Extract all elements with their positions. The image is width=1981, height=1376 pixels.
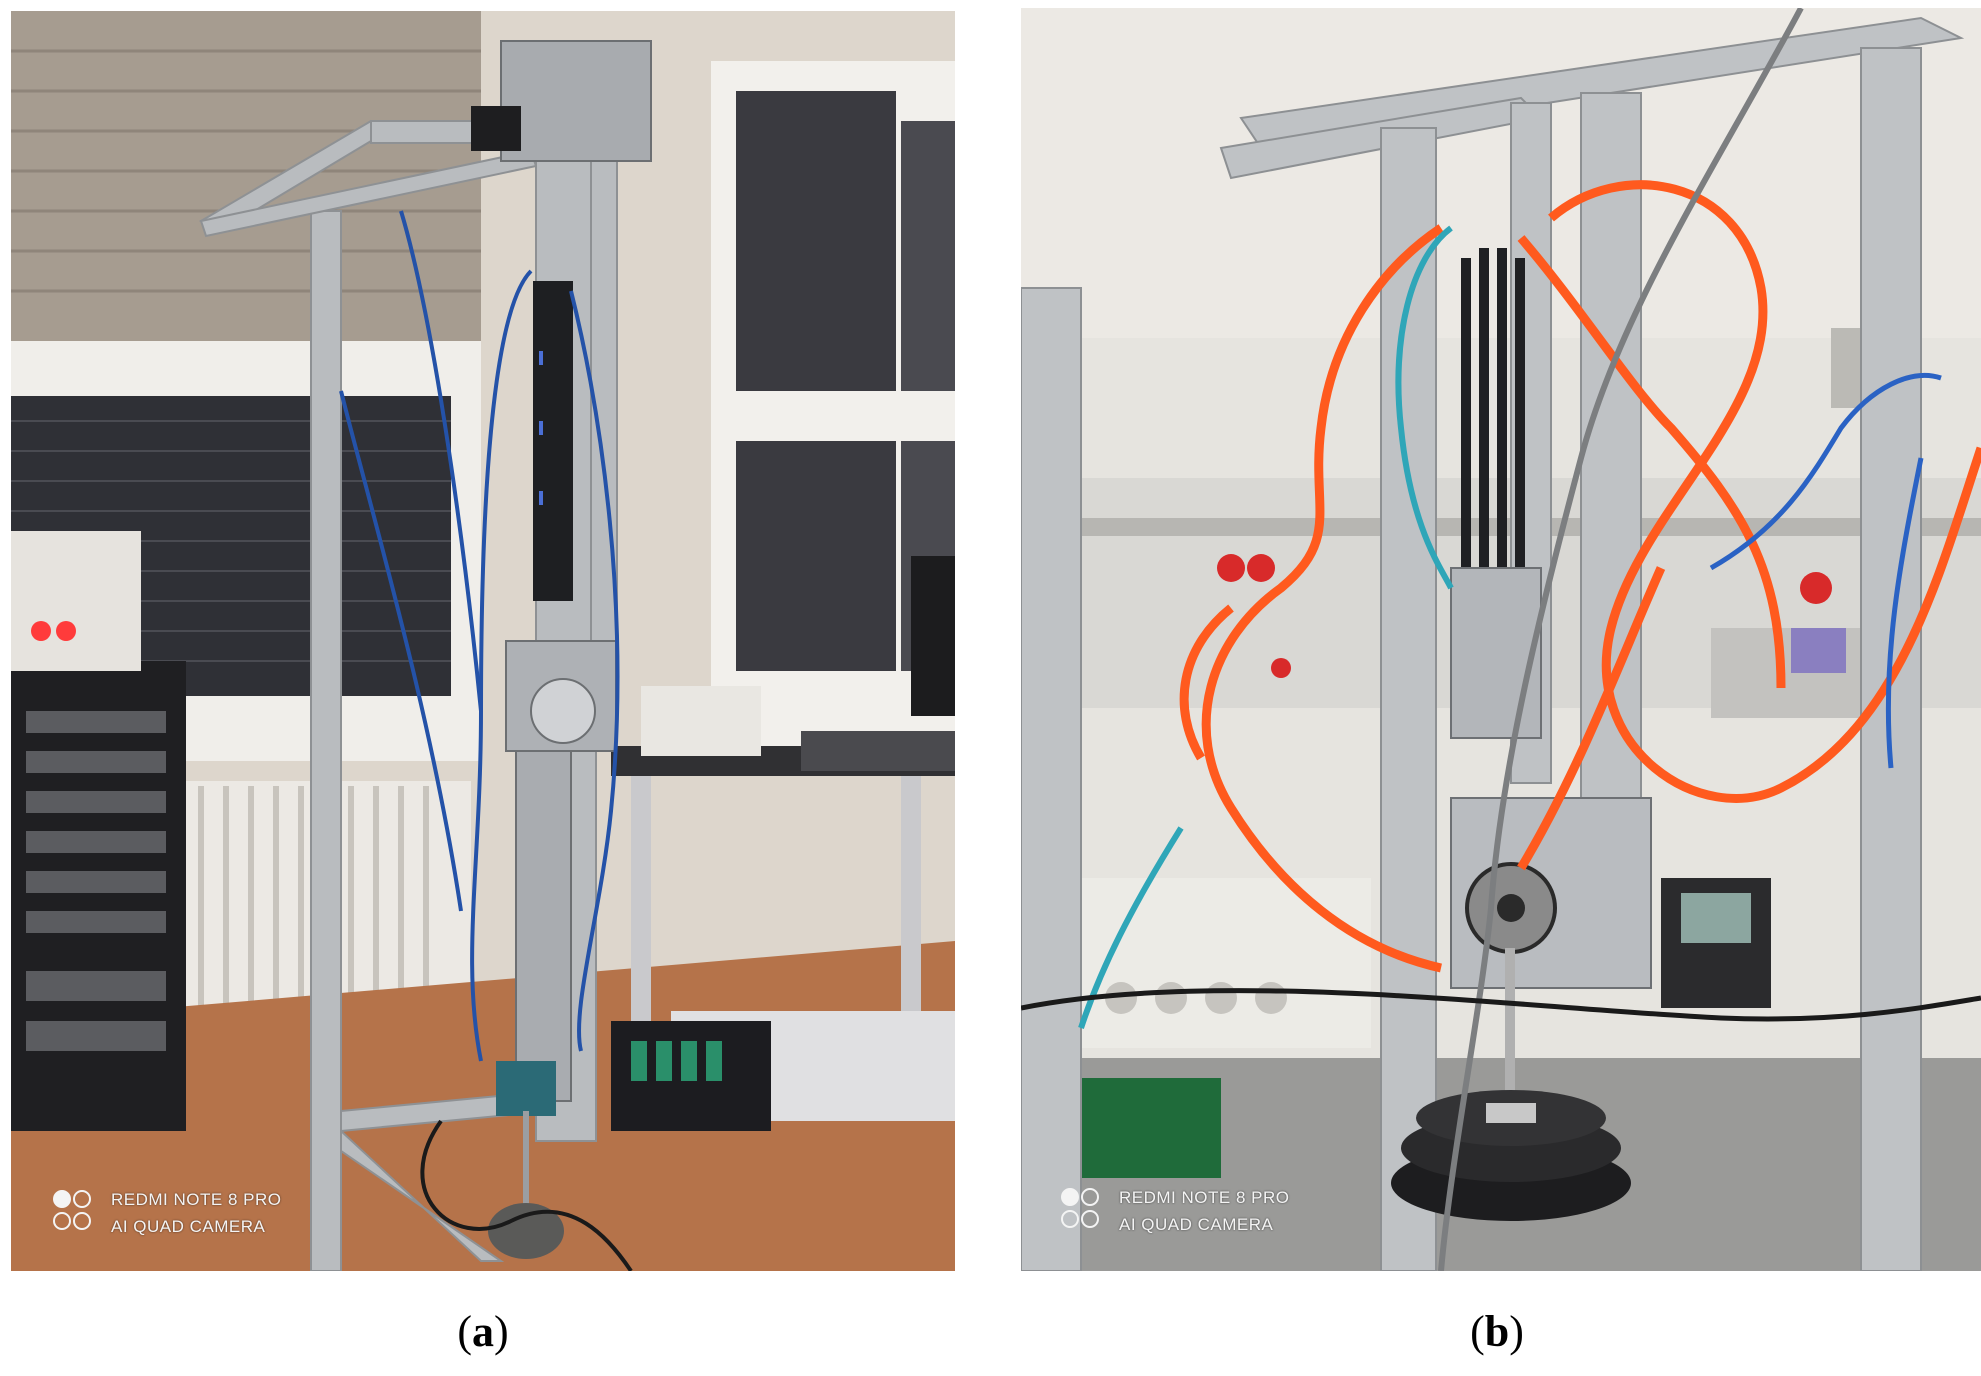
caption-b: (b) xyxy=(1470,1307,1524,1356)
photo-panel-b: REDMI NOTE 8 PRO AI QUAD CAMERA xyxy=(1021,8,1981,1271)
camera-logo-icon xyxy=(1061,1188,1107,1236)
photo-b-lab-rig-closeup xyxy=(1021,8,1981,1271)
watermark-line1: REDMI NOTE 8 PRO xyxy=(111,1190,282,1209)
watermark-line2: AI QUAD CAMERA xyxy=(111,1217,266,1236)
camera-logo-icon xyxy=(53,1190,99,1238)
caption-a: (a) xyxy=(457,1307,509,1356)
photo-panel-a: REDMI NOTE 8 PRO AI QUAD CAMERA xyxy=(11,11,955,1271)
photo-a-lab-rig xyxy=(11,11,955,1271)
caption-label-a: a xyxy=(472,1307,494,1356)
camera-watermark-b: REDMI NOTE 8 PRO AI QUAD CAMERA xyxy=(1061,1184,1381,1244)
camera-watermark-a: REDMI NOTE 8 PRO AI QUAD CAMERA xyxy=(53,1186,373,1246)
caption-label-b: b xyxy=(1484,1307,1510,1356)
watermark-line2: AI QUAD CAMERA xyxy=(1119,1215,1274,1234)
watermark-line1: REDMI NOTE 8 PRO xyxy=(1119,1188,1290,1207)
